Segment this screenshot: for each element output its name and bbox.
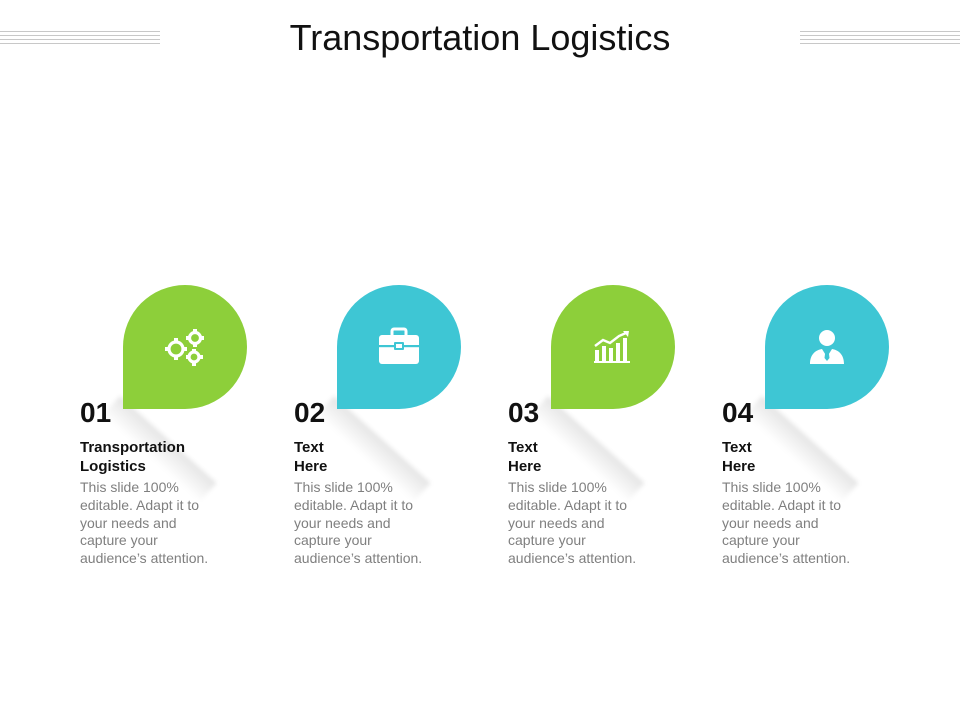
gears-icon [123, 285, 247, 409]
briefcase-icon [337, 285, 461, 409]
desc-line: your needs and [80, 514, 177, 531]
desc-line: your needs and [508, 514, 605, 531]
step-description: This slide 100% editable. Adapt it to yo… [722, 479, 867, 568]
step-number: 01 [80, 397, 112, 428]
desc-line: your needs and [294, 514, 391, 531]
step-heading-line-1: Text [722, 439, 752, 456]
desc-line: audience’s attention. [294, 550, 423, 567]
step-heading-line-1: Text [294, 439, 324, 456]
desc-line: This slide 100% [508, 479, 607, 495]
desc-line: capture your [722, 532, 800, 549]
step-number: 04 [722, 397, 754, 428]
step-heading: Text Here [508, 438, 658, 476]
step-heading: Text Here [722, 438, 872, 476]
step-2: 02 Text Here This slide 100% editable. A… [294, 0, 494, 720]
desc-line: editable. Adapt it to [508, 496, 628, 513]
step-description: This slide 100% editable. Adapt it to yo… [294, 479, 439, 568]
step-number: 02 [294, 397, 326, 428]
desc-line: editable. Adapt it to [722, 496, 842, 513]
step-heading-line-2: Here [294, 458, 328, 475]
step-description: This slide 100% editable. Adapt it to yo… [508, 479, 653, 568]
growth-chart-icon [551, 285, 675, 409]
step-1: 01 Transportation Logistics This slide 1… [80, 0, 280, 720]
slide-title: Transportation Logistics [289, 17, 671, 58]
step-heading-line-2: Here [722, 458, 756, 475]
step-circle [551, 285, 675, 409]
step-description: This slide 100% editable. Adapt it to yo… [80, 479, 225, 568]
step-heading-line-2: Here [508, 458, 542, 475]
step-heading-line-2: Logistics [80, 458, 146, 475]
desc-line: audience’s attention. [722, 550, 851, 567]
step-heading: Text Here [294, 438, 444, 476]
step-heading-line-1: Transportation [80, 439, 186, 456]
decorative-lines-right [800, 31, 960, 45]
desc-line: editable. Adapt it to [80, 496, 200, 513]
desc-line: This slide 100% [294, 479, 393, 495]
step-circle [765, 285, 889, 409]
step-heading-line-1: Text [508, 439, 538, 456]
desc-line: capture your [294, 532, 372, 549]
desc-line: your needs and [722, 514, 819, 531]
step-heading: Transportation Logistics [80, 438, 230, 476]
desc-line: audience’s attention. [80, 550, 209, 567]
desc-line: capture your [508, 532, 586, 549]
step-3: 03 Text Here This slide 100% editable. A… [508, 0, 708, 720]
step-4: 04 Text Here This slide 100% editable. A… [722, 0, 922, 720]
user-icon [765, 285, 889, 409]
desc-line: This slide 100% [80, 479, 179, 495]
step-number: 03 [508, 397, 540, 428]
desc-line: editable. Adapt it to [294, 496, 414, 513]
desc-line: audience’s attention. [508, 550, 637, 567]
desc-line: capture your [80, 532, 158, 549]
decorative-lines-left [0, 31, 160, 45]
desc-line: This slide 100% [722, 479, 821, 495]
